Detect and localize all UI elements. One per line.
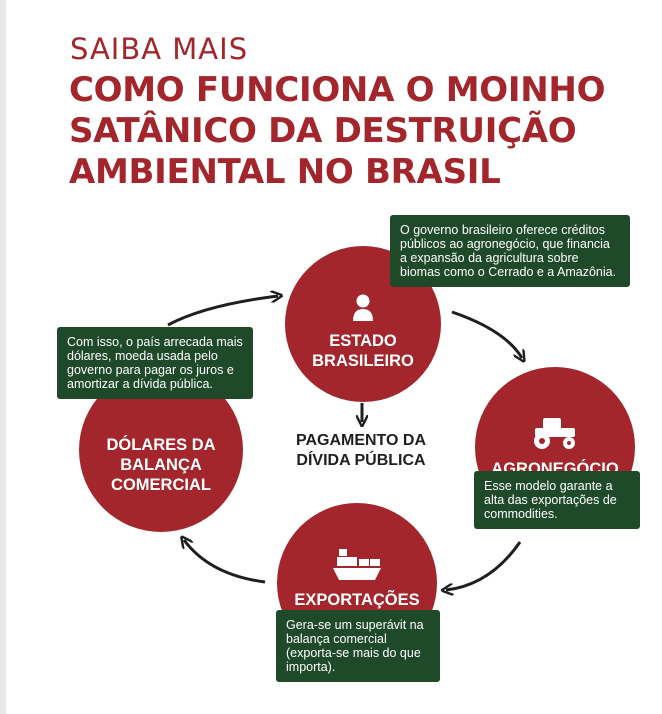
- center-label-pagamento: PAGAMENTO DA DÍVIDA PÚBLICA: [295, 432, 427, 469]
- tractor-icon: [529, 416, 581, 455]
- left-margin-rule: [0, 0, 6, 714]
- arrow-agronegocio-to-exportacoes: [446, 541, 522, 590]
- kicker-label: SAIBA MAIS: [70, 32, 249, 66]
- ship-icon: [331, 547, 383, 588]
- node-label: EXPORTAÇÕES: [294, 590, 420, 609]
- person-icon: [350, 292, 376, 327]
- title-line: AMBIENTAL NO BRASIL: [69, 152, 501, 192]
- node-label: DÓLARES DA BALANÇA COMERCIAL: [106, 436, 216, 494]
- arrow-dolares-to-estado: [167, 296, 278, 327]
- arrow-estado-to-agronegocio: [451, 310, 522, 358]
- title-line: COMO FUNCIONA O MOINHO: [69, 70, 606, 110]
- title-line: SATÂNICO DA DESTRUIÇÃO: [69, 111, 577, 151]
- arrow-exportacoes-to-dolares: [184, 540, 266, 584]
- note-estado: O governo brasileiro oferece créditos pú…: [390, 215, 630, 287]
- note-dolares: Com isso, o país arrecada mais dólares, …: [57, 327, 253, 399]
- note-exportacoes: Gera-se um superávit na balança comercia…: [276, 610, 440, 682]
- note-agronegocio: Esse modelo garante a alta das exportaçõ…: [474, 471, 640, 529]
- page-title: COMO FUNCIONA O MOINHO SATÂNICO DA DESTR…: [69, 70, 629, 193]
- node-label: ESTADO BRASILEIRO: [312, 331, 414, 370]
